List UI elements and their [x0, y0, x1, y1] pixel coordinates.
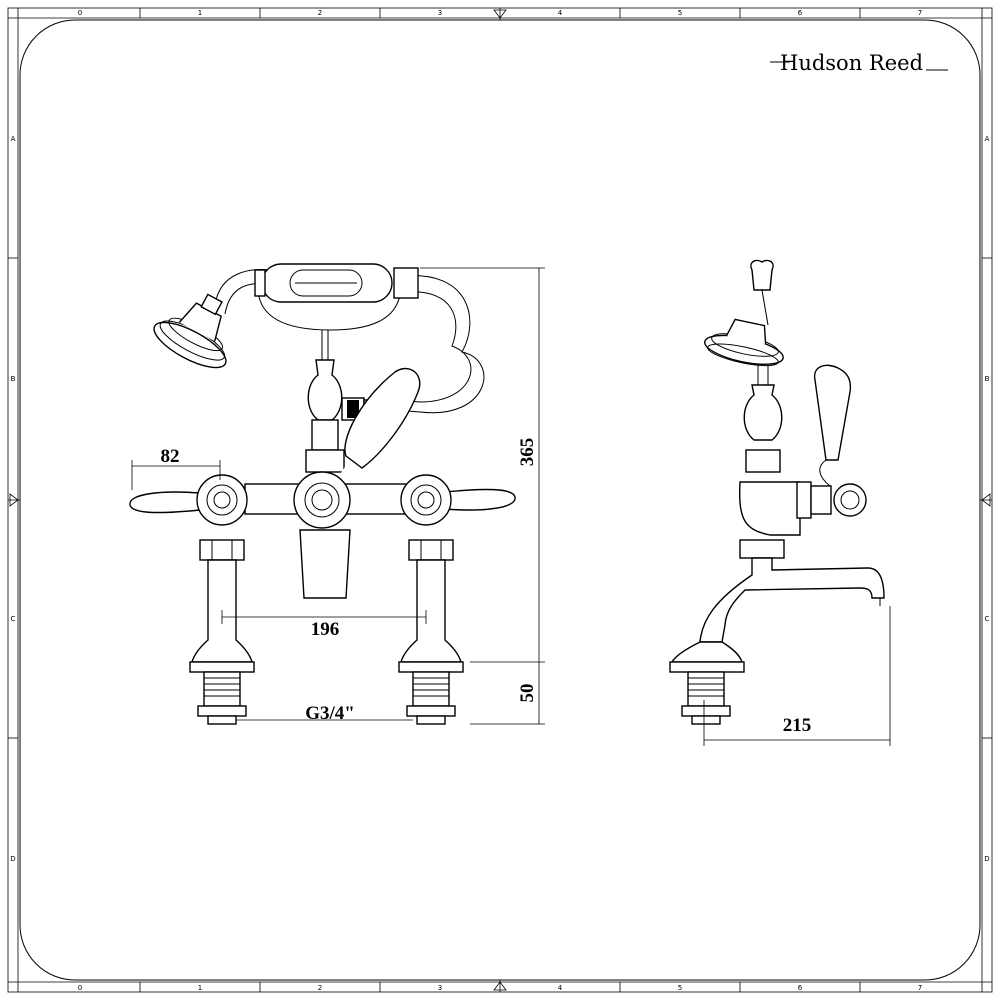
ruler-col-0-bottom: 0 [78, 984, 82, 992]
dim-tail-length: 50 [517, 684, 538, 703]
ruler-col-3-top: 3 [438, 9, 442, 17]
dim-spout-projection: 215 [783, 715, 812, 736]
side-elevation [669, 259, 885, 725]
ruler-col-3-bottom: 3 [438, 984, 442, 992]
mixer-collar [305, 449, 345, 473]
ruler-col-6-bottom: 6 [798, 984, 803, 992]
side-valve-body [738, 481, 801, 536]
side-threaded-tail [687, 671, 725, 707]
ruler-col-1-top: 1 [198, 9, 202, 17]
shower-head [153, 293, 227, 369]
front-elevation [129, 263, 516, 725]
ruler-col-2-bottom: 2 [318, 984, 322, 992]
brand-logo: Hudson Reed [770, 51, 948, 75]
right-valve-head [400, 474, 452, 526]
diverter-lever-handle [344, 367, 421, 469]
dim-overall-height: 365 [517, 438, 538, 467]
ruler-col-4-top: 4 [558, 9, 563, 17]
ruler-row-b-right: B [985, 375, 990, 383]
ruler-row-d-left: D [10, 855, 15, 863]
dim-thread: G3/4" [305, 703, 355, 724]
dim-lever-reach: 82 [161, 446, 180, 467]
right-lever-handle [444, 488, 516, 511]
brand-name: Hudson Reed [780, 51, 923, 75]
side-shower-head [704, 318, 784, 367]
ruler-col-0-top: 0 [78, 9, 82, 17]
side-lever-handle [813, 364, 852, 461]
ruler-col-6-top: 6 [798, 9, 803, 17]
diverter-body [307, 359, 343, 421]
right-threaded-tail [412, 671, 450, 707]
side-leg [670, 641, 743, 663]
ruler-col-7-top: 7 [918, 9, 922, 17]
left-valve-head [196, 474, 248, 526]
central-hub [293, 471, 351, 529]
ruler-col-5-bottom: 5 [678, 984, 682, 992]
side-nut [739, 539, 785, 559]
side-dimensions [703, 606, 891, 746]
mixer-spout-body [299, 529, 351, 599]
cradle-hook [750, 259, 774, 291]
side-collar [745, 449, 781, 473]
ruler-row-b-left: B [11, 375, 16, 383]
left-nut [199, 539, 245, 561]
side-spout [699, 557, 885, 643]
dim-centres: 196 [311, 619, 340, 640]
ruler-row-c-left: C [11, 615, 16, 623]
ruler-col-2-top: 2 [318, 9, 322, 17]
right-nut [408, 539, 454, 561]
centre-markers [8, 8, 992, 992]
ruler-row-a-left: A [11, 135, 16, 143]
ruler-col-7-bottom: 7 [918, 984, 922, 992]
ruler-row-d-right: D [984, 855, 989, 863]
ruler-ticks [8, 8, 992, 992]
front-dimensions [131, 267, 545, 725]
ruler-row-a-right: A [985, 135, 990, 143]
cradle-arm [257, 289, 401, 331]
ruler-row-c-right: C [985, 615, 990, 623]
left-lever-handle [129, 491, 201, 514]
ruler-col-1-bottom: 1 [198, 984, 202, 992]
side-valve-knob [833, 483, 867, 517]
side-diverter-body [743, 384, 783, 441]
ruler-col-4-bottom: 4 [558, 984, 563, 992]
handset-cuff [393, 267, 419, 299]
right-leg [400, 559, 462, 663]
left-threaded-tail [203, 671, 241, 707]
ruler-col-5-top: 5 [678, 9, 682, 17]
